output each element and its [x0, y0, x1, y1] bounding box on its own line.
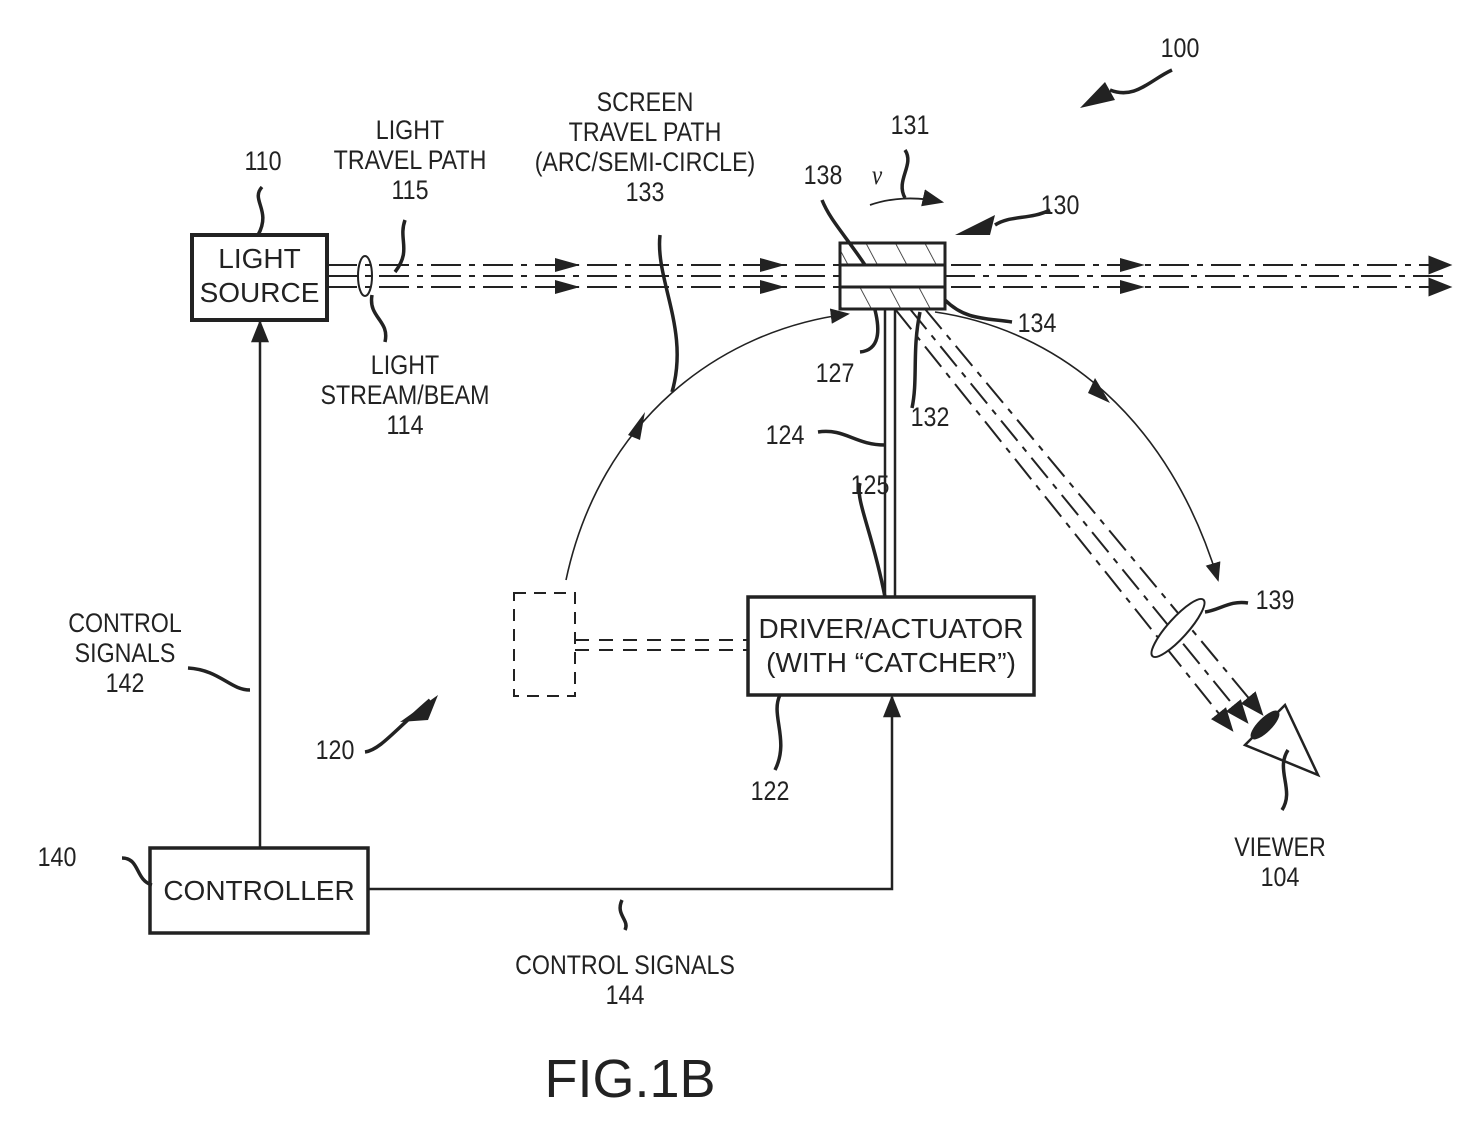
ref-122: 122	[750, 776, 790, 806]
screen-alternate-position	[513, 592, 576, 697]
ref-134: 134	[1017, 308, 1057, 338]
viewer-label: VIEWER 104	[1234, 832, 1326, 892]
control-signals-144-label: CONTROL SIGNALS 144	[515, 950, 735, 1010]
figure-title: FIG.1B	[544, 1049, 716, 1109]
ref-130: 130	[1040, 190, 1080, 220]
ref-125: 125	[850, 470, 890, 500]
velocity-symbol: ν	[871, 160, 883, 190]
ref-140: 140	[37, 842, 77, 872]
control-signals-142-label: CONTROL SIGNALS 142	[68, 608, 182, 698]
ref-131: 131	[890, 110, 930, 140]
driver-actuator-label: DRIVER/ACTUATOR (WITH “CATCHER”)	[758, 613, 1024, 678]
ref-100: 100	[1160, 33, 1200, 63]
ref-132: 132	[910, 402, 950, 432]
ref-124: 124	[765, 420, 805, 450]
lens	[1150, 597, 1206, 659]
screen-travel-path-label: SCREEN TRAVEL PATH (ARC/SEMI-CIRCLE) 133	[534, 87, 756, 207]
reflected-beam	[894, 308, 1264, 732]
ref-127: 127	[815, 358, 855, 388]
screen-travel-arc	[565, 308, 850, 581]
ref-120: 120	[315, 735, 355, 765]
controller-label: CONTROLLER	[163, 875, 355, 906]
viewer-eye-icon	[1242, 702, 1321, 778]
ref-139: 139	[1255, 585, 1295, 615]
light-source-label: LIGHT SOURCE	[199, 243, 320, 308]
light-stream-ellipse	[357, 255, 373, 297]
light-travel-path-label: LIGHT TRAVEL PATH 115	[333, 115, 487, 205]
light-stream-beam-label: LIGHT STREAM/BEAM 114	[320, 350, 490, 440]
control-signal-144-line	[368, 694, 901, 891]
screen-assembly	[838, 241, 947, 311]
ref-138: 138	[803, 160, 843, 190]
ref-110: 110	[244, 146, 282, 176]
